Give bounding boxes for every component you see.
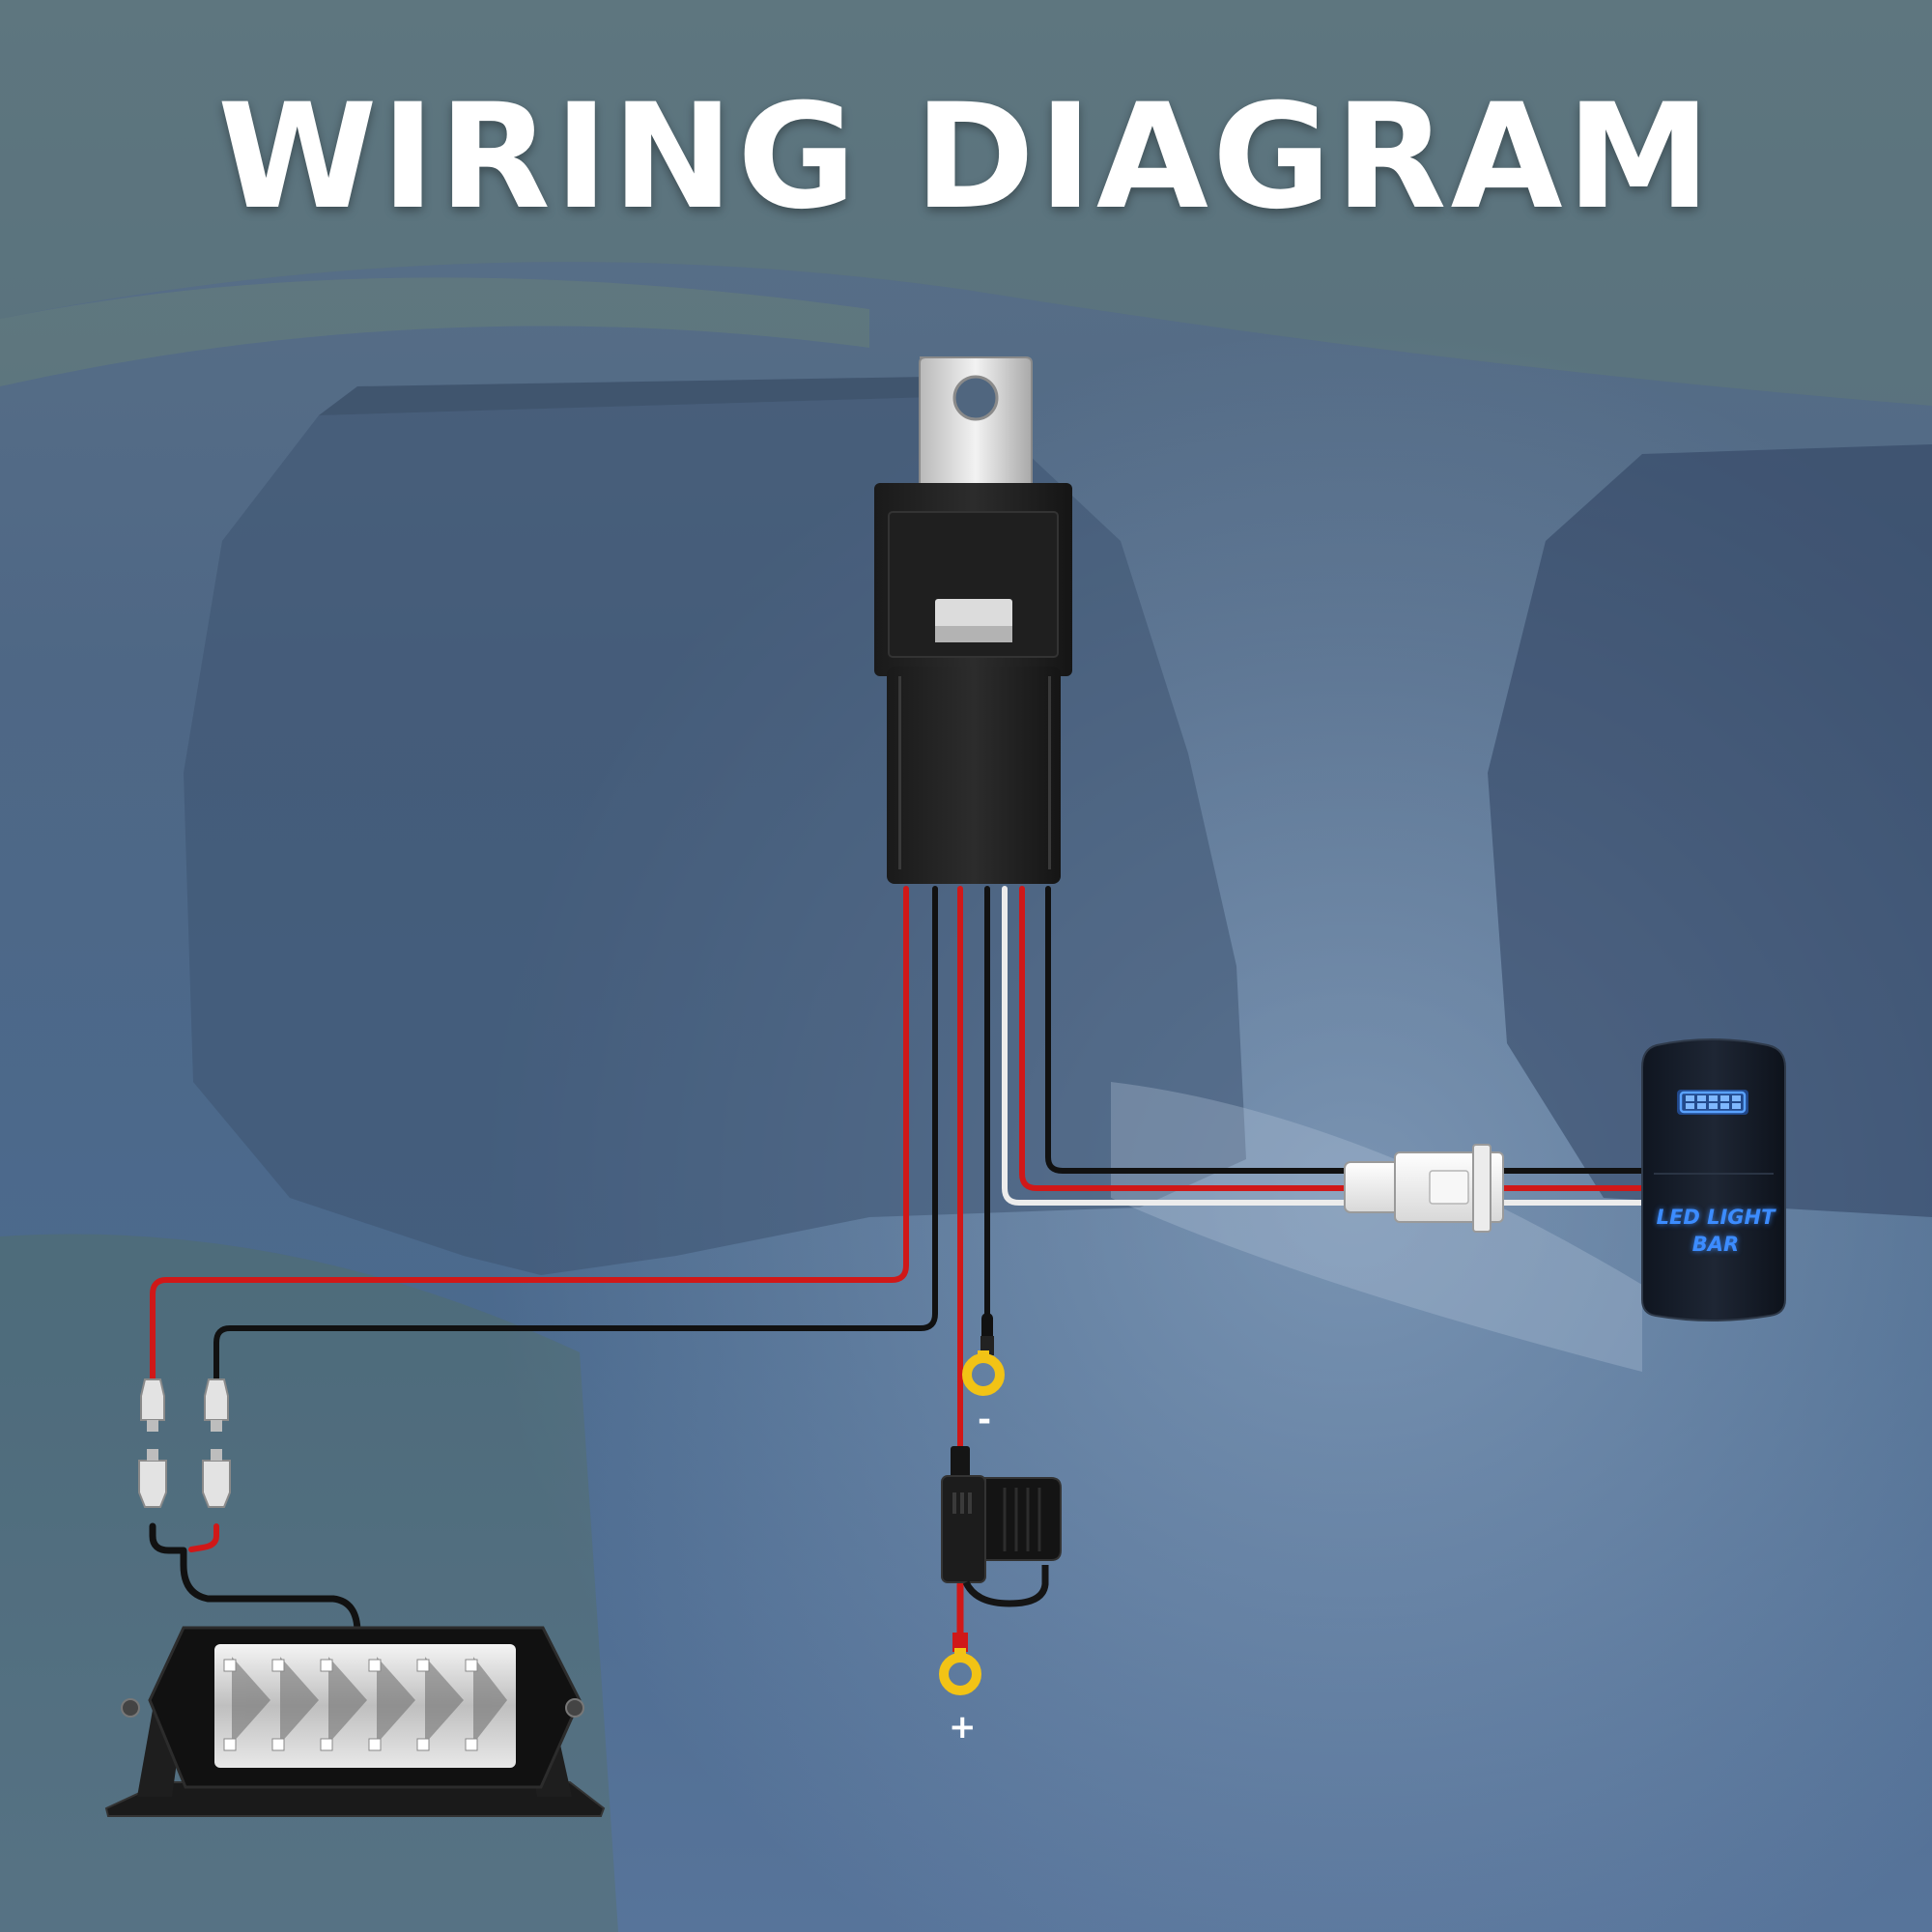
wire-black-lightbar [213, 886, 938, 1384]
wire-red-lightbar [150, 886, 909, 1384]
led-light-bar-icon [104, 1626, 606, 1817]
wire-red-switch [1019, 886, 1350, 1191]
vehicle-silhouette-left [184, 396, 1246, 1275]
positive-terminal-label: + [949, 1708, 977, 1747]
ring-terminal-icon [962, 1313, 1005, 1396]
spade-connector-icon [138, 1378, 231, 1508]
ring-terminal-positive-icon [939, 1633, 981, 1695]
wire-white-switch [1002, 886, 1350, 1206]
switch-label: LED LIGHT BAR [1648, 1204, 1783, 1258]
fuse-holder-icon [941, 1446, 1062, 1607]
wire-black-switch [1045, 886, 1350, 1174]
negative-terminal-label: - [978, 1401, 992, 1439]
wires [149, 886, 1650, 1646]
vehicle-silhouette-right [1488, 444, 1932, 1217]
switch-label-line2: BAR [1691, 1233, 1740, 1256]
light-bar-symbol-icon [1677, 1090, 1748, 1115]
rocker-switch-icon [1641, 1038, 1786, 1321]
switch-label-line1: LED LIGHT [1656, 1206, 1776, 1229]
connector-plug-icon [1344, 1144, 1504, 1233]
page-title: WIRING DIAGRAM [217, 73, 1715, 242]
relay-icon [874, 356, 1072, 884]
